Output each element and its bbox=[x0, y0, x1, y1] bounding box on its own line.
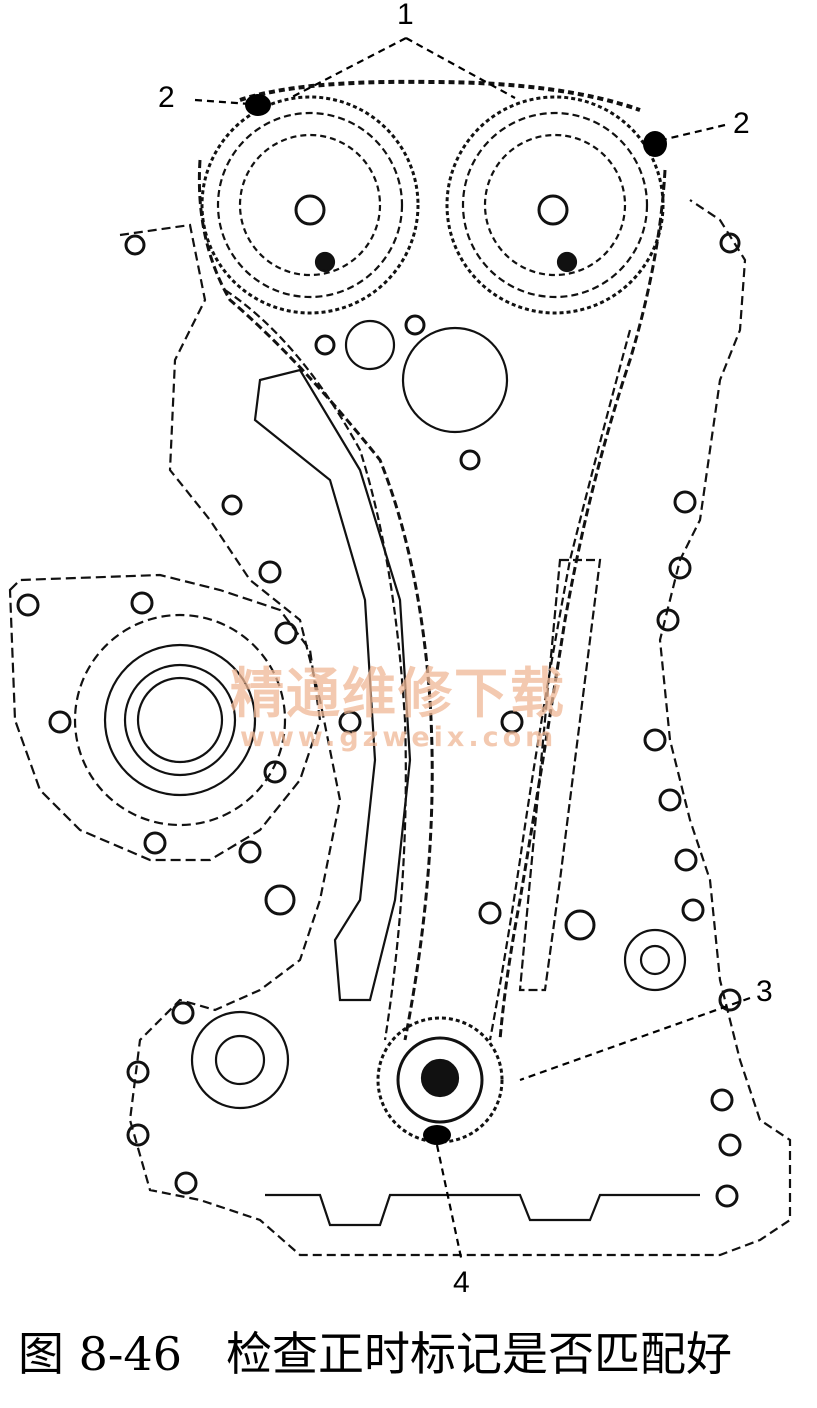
watermark-url: www.gzweix.com bbox=[240, 722, 557, 753]
timing-chain-diagram: 1 2 2 3 4 精通维修下载 www.gzweix.com bbox=[8, 0, 792, 1299]
tensioner-arm bbox=[518, 558, 602, 992]
callout-3: 3 bbox=[756, 975, 773, 1008]
leader-1b bbox=[405, 37, 516, 99]
idler-hub bbox=[639, 944, 671, 976]
leader-3 bbox=[519, 996, 751, 1082]
callout-1: 1 bbox=[397, 0, 414, 31]
timing-mark-exhaust bbox=[643, 131, 667, 157]
guide-pivot-inner bbox=[344, 319, 396, 371]
timing-chain-top bbox=[239, 79, 641, 112]
chain-right-run-inner bbox=[488, 329, 632, 1041]
leader-1a bbox=[289, 37, 407, 99]
idler-pulley bbox=[623, 928, 687, 992]
figure-caption: 图 8-46 检查正时标记是否匹配好 bbox=[18, 1318, 808, 1388]
crankshaft-sprocket bbox=[376, 1016, 504, 1144]
chain-left-run bbox=[197, 159, 434, 1041]
oil-pump-hub bbox=[214, 1034, 266, 1086]
oil-pump-ring bbox=[190, 1010, 290, 1110]
timing-cover-outline bbox=[119, 199, 792, 1257]
bolt-holes bbox=[16, 232, 742, 1208]
exhaust-cam-sprocket bbox=[445, 95, 665, 315]
callout-4: 4 bbox=[453, 1266, 470, 1299]
leader-2-left bbox=[194, 98, 251, 106]
timing-mark-crank bbox=[423, 1125, 451, 1145]
pump-hub bbox=[136, 676, 224, 764]
watermark-title: 精通维修下载 bbox=[230, 662, 566, 725]
chain-guide-left bbox=[253, 368, 412, 1002]
chain-right-run bbox=[498, 169, 667, 1041]
pump-outer-ring bbox=[73, 613, 287, 827]
oil-pan-flange bbox=[265, 1193, 700, 1227]
leader-4 bbox=[435, 1144, 464, 1263]
pump-housing-outline bbox=[8, 573, 322, 862]
timing-mark-intake bbox=[245, 94, 271, 116]
caption-text: 检查正时标记是否匹配好 bbox=[225, 1327, 732, 1381]
guide-pivot bbox=[401, 326, 509, 434]
pump-inner-ring bbox=[123, 663, 237, 777]
chain-left-run-inner bbox=[224, 289, 407, 1041]
callout-2-left: 2 bbox=[158, 81, 175, 114]
callout-2-right: 2 bbox=[733, 107, 750, 140]
pump-mid-ring bbox=[103, 643, 257, 797]
leader-2-right bbox=[661, 123, 726, 142]
intake-cam-sprocket bbox=[200, 95, 420, 315]
figure-number: 图 8-46 bbox=[18, 1327, 182, 1381]
